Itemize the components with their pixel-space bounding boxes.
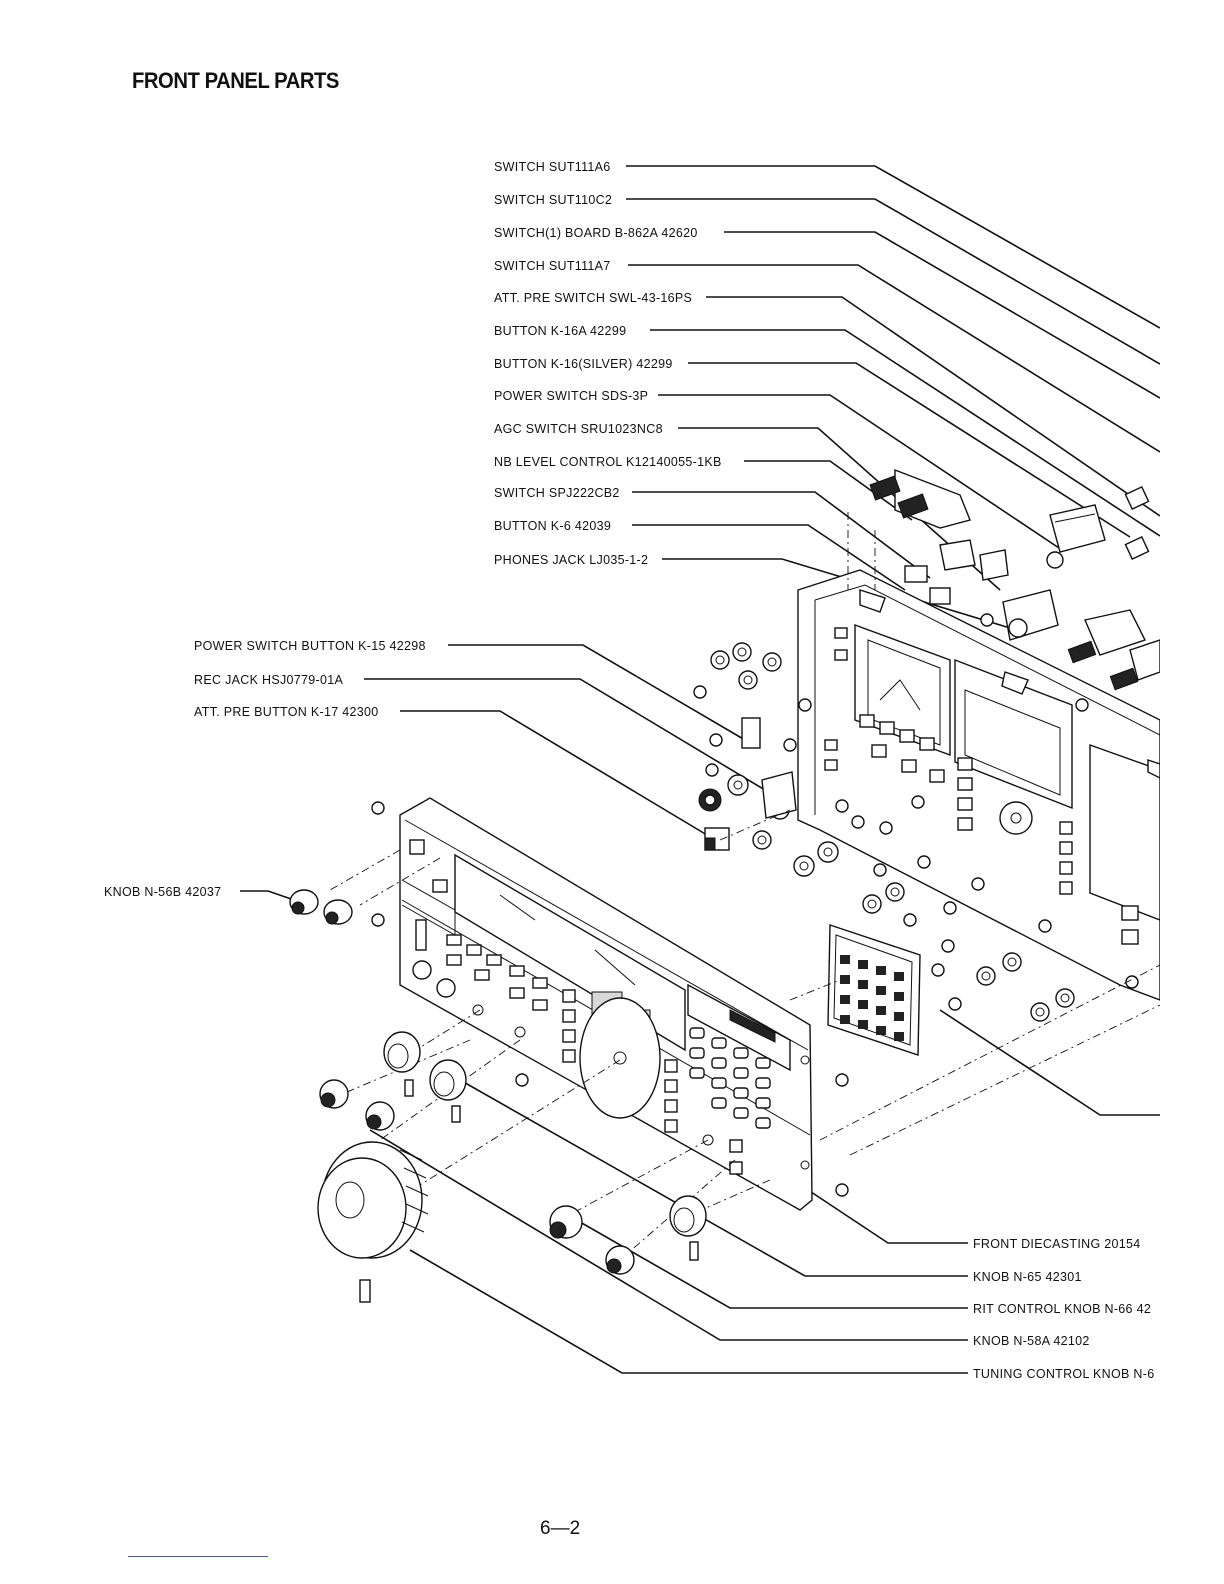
left-callouts: POWER SWITCH BUTTON K-15 42298 REC JACK … bbox=[104, 639, 766, 903]
leader-line bbox=[789, 1177, 968, 1244]
leader-line bbox=[662, 558, 1011, 629]
top-callouts: SWITCH SUT111A6 SWITCH SUT110C2 SWITCH(1… bbox=[494, 160, 1160, 629]
label-power-switch-button: POWER SWITCH BUTTON K-15 42298 bbox=[194, 639, 426, 653]
label-switch-sut111a7: SWITCH SUT111A7 bbox=[494, 259, 611, 273]
leader-line bbox=[632, 524, 906, 591]
label-att-pre-button: ATT. PRE BUTTON K-17 42300 bbox=[194, 705, 378, 719]
label-nb-level-control: NB LEVEL CONTROL K12140055-1KB bbox=[494, 455, 722, 469]
leader-line bbox=[628, 264, 1160, 453]
leader-line bbox=[409, 1249, 968, 1374]
leader-line bbox=[688, 362, 1131, 538]
label-agc-switch: AGC SWITCH SRU1023NC8 bbox=[494, 422, 663, 436]
leader-line bbox=[459, 1079, 968, 1277]
label-knob-n65: KNOB N-65 42301 bbox=[973, 1270, 1082, 1284]
leader-line bbox=[658, 394, 1063, 551]
nuts-and-washers bbox=[371, 642, 1139, 1197]
leader-line bbox=[706, 296, 1160, 517]
leader-line bbox=[364, 678, 766, 791]
leader-line bbox=[626, 165, 1160, 329]
leader-line bbox=[240, 890, 301, 903]
label-switch-board: SWITCH(1) BOARD B-862A 42620 bbox=[494, 226, 698, 240]
label-switch-sut111a6: SWITCH SUT111A6 bbox=[494, 160, 611, 174]
leader-line bbox=[369, 1129, 968, 1341]
leader-line bbox=[650, 329, 1160, 537]
label-switch-spj222cb2: SWITCH SPJ222CB2 bbox=[494, 486, 620, 500]
label-switch-sut110c2: SWITCH SUT110C2 bbox=[494, 193, 612, 207]
label-front-diecasting: FRONT DIECASTING 20154 bbox=[973, 1237, 1141, 1251]
keypad-board bbox=[827, 924, 921, 1056]
leader-line bbox=[626, 198, 1160, 365]
leader-line bbox=[448, 644, 746, 741]
label-rec-jack: REC JACK HSJ0779-01A bbox=[194, 673, 343, 687]
leader-line bbox=[579, 1221, 968, 1309]
leader-line bbox=[724, 231, 1160, 399]
label-power-switch: POWER SWITCH SDS-3P bbox=[494, 389, 648, 403]
front-panel bbox=[399, 797, 813, 1211]
label-phones-jack: PHONES JACK LJ035-1-2 bbox=[494, 553, 648, 567]
label-button-k16a: BUTTON K-16A 42299 bbox=[494, 324, 626, 338]
footer-rule bbox=[128, 1556, 268, 1557]
label-rit-control-knob: RIT CONTROL KNOB N-66 42 bbox=[973, 1302, 1151, 1316]
label-button-k16-silver: BUTTON K-16(SILVER) 42299 bbox=[494, 357, 673, 371]
page-number: 6—2 bbox=[540, 1518, 581, 1539]
label-button-k6: BUTTON K-6 42039 bbox=[494, 519, 611, 533]
page-title: FRONT PANEL PARTS bbox=[132, 68, 339, 93]
leader-line bbox=[632, 491, 931, 579]
leader-line bbox=[744, 460, 913, 521]
label-tuning-control-knob: TUNING CONTROL KNOB N-6 bbox=[973, 1367, 1154, 1381]
label-att-pre-switch: ATT. PRE SWITCH SWL-43-16PS bbox=[494, 291, 692, 305]
leader-line bbox=[678, 427, 1001, 591]
label-knob-n56b: KNOB N-56B 42037 bbox=[104, 885, 221, 899]
knobs bbox=[289, 889, 707, 1303]
leader-line bbox=[939, 1009, 1160, 1116]
leader-line bbox=[400, 710, 713, 839]
rear-chassis-frame bbox=[797, 569, 1160, 1001]
label-knob-n58a: KNOB N-58A 42102 bbox=[973, 1334, 1090, 1348]
switch-parts bbox=[869, 468, 1160, 712]
